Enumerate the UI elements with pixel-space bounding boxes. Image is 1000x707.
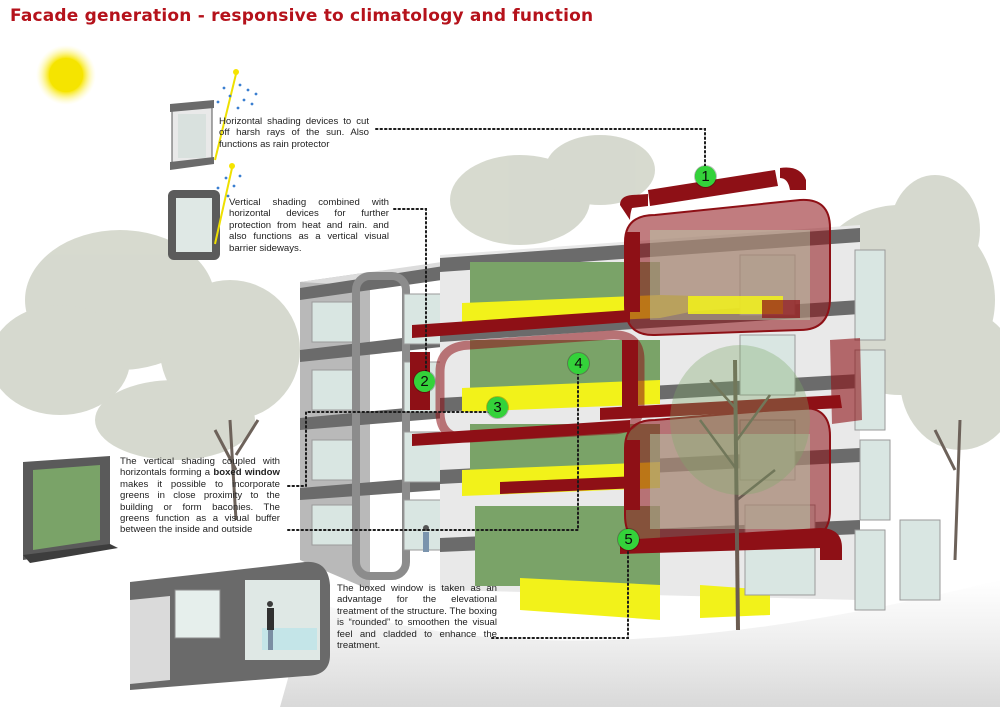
marker-5: 5 — [618, 529, 639, 550]
ground-shadow — [280, 580, 1000, 707]
sketch-vertical-shading — [168, 163, 242, 260]
center-tree-canopy — [670, 345, 810, 495]
marker-4: 4 — [568, 353, 589, 374]
note-vertical-shading: Vertical shading combined with horizonta… — [229, 197, 389, 254]
marker-2: 2 — [414, 371, 435, 392]
sketch-boxed-window-greens — [23, 456, 118, 563]
sketch-horizontal-shading — [170, 69, 258, 170]
marker-1: 1 — [695, 166, 716, 187]
building-left-wing — [300, 258, 470, 590]
note-boxed-window-text-2: makes it possible to incorporate greens … — [120, 478, 280, 536]
tree-trunks — [213, 419, 962, 561]
note-boxed-window-greens: The vertical shading coupled with horizo… — [120, 456, 280, 536]
sketch-rounded-boxing — [130, 561, 330, 690]
note-horizontal-shading: Horizontal shading devices to cut off ha… — [219, 116, 369, 150]
center-tree — [698, 359, 776, 631]
sun-icon — [36, 45, 96, 105]
shading-devices — [410, 167, 862, 560]
note-boxed-window-bold: boxed window — [213, 467, 280, 479]
page-title: Facade generation - responsive to climat… — [10, 6, 594, 26]
marker-3: 3 — [487, 397, 508, 418]
note-boxed-window-text-1: The vertical shading coupled with horizo… — [120, 456, 280, 479]
note-rounded-boxing: The boxed window is taken as an advantag… — [337, 583, 497, 652]
leader-lines — [287, 128, 706, 639]
